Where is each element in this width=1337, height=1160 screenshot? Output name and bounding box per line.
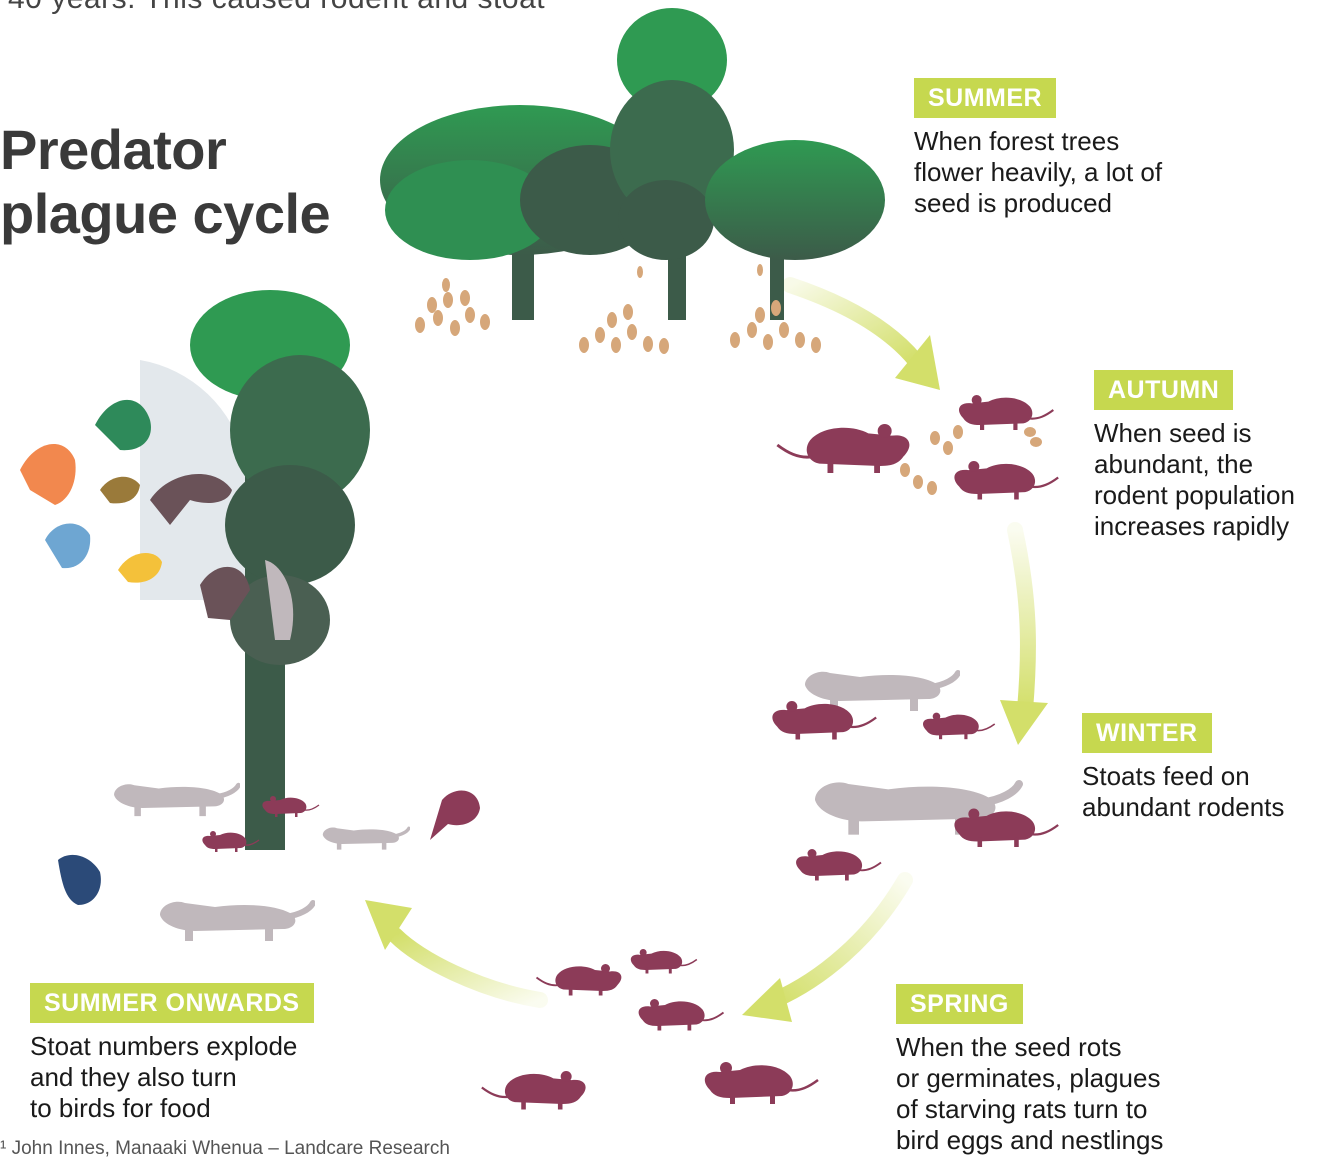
title-line-2: plague cycle (0, 182, 330, 246)
rat-icon (772, 701, 876, 740)
stage-badge: WINTER (1082, 713, 1212, 753)
desc-line: flower heavily, a lot of (914, 157, 1162, 188)
stage-summer: SUMMER When forest trees flower heavily,… (914, 78, 1162, 219)
desc-line: Stoat numbers explode (30, 1031, 314, 1062)
intro-text-fragment: 40 years. This caused rodent and stoat (8, 0, 545, 16)
rat-icon (639, 999, 724, 1031)
tui-bird-icon (100, 477, 140, 504)
desc-line: When the seed rots (896, 1032, 1163, 1063)
desc-line: When forest trees (914, 126, 1162, 157)
desc-line: increases rapidly (1094, 511, 1295, 542)
night-forest-scene (20, 290, 370, 850)
rat-icon (537, 964, 622, 996)
desc-line: Stoats feed on (1082, 761, 1284, 792)
autumn-rodents (777, 395, 1058, 500)
summer-onwards-predators (58, 784, 480, 941)
stage-badge: SPRING (896, 984, 1023, 1024)
desc-line: rodent population (1094, 480, 1295, 511)
rat-icon (796, 849, 881, 881)
rat-icon (959, 395, 1053, 430)
kokako-bird-icon (58, 855, 101, 905)
cycle-arrow-icon (775, 880, 905, 1000)
rat-icon (482, 1071, 586, 1110)
desc-line: seed is produced (914, 188, 1162, 219)
stage-description: When the seed rots or germinates, plague… (896, 1032, 1163, 1156)
kereru-bird-icon (95, 400, 151, 450)
title-line-1: Predator (0, 118, 330, 182)
stoat-icon (160, 902, 313, 941)
rat-icon (954, 461, 1058, 500)
desc-line: bird eggs and nestlings (896, 1125, 1163, 1156)
stage-autumn: AUTUMN When seed is abundant, the rodent… (1094, 370, 1295, 542)
arrowhead-winter-to-spring (742, 978, 792, 1022)
desc-line: and they also turn (30, 1062, 314, 1093)
rat-icon (705, 1062, 818, 1104)
rat-icon (777, 424, 909, 473)
desc-line: abundant, the (1094, 449, 1295, 480)
rat-icon (631, 949, 697, 974)
kiwi-bird-icon (430, 791, 480, 840)
stage-winter: WINTER Stoats feed on abundant rodents (1082, 713, 1284, 823)
fantail-bird-icon (45, 524, 90, 569)
stoat-icon (323, 828, 409, 850)
stage-description: Stoats feed on abundant rodents (1082, 761, 1284, 823)
stage-spring: SPRING When the seed rots or germinates,… (896, 984, 1163, 1156)
stage-description: When seed is abundant, the rodent popula… (1094, 418, 1295, 542)
forest-trees-icon (380, 8, 885, 320)
source-credit: ¹ John Innes, Manaaki Whenua – Landcare … (0, 1138, 450, 1160)
stage-badge: SUMMER ONWARDS (30, 983, 314, 1023)
parrot-bird-icon (20, 444, 76, 505)
desc-line: of starving rats turn to (896, 1094, 1163, 1125)
stage-badge: AUTUMN (1094, 370, 1233, 410)
desc-line: or germinates, plagues (896, 1063, 1163, 1094)
cycle-arrows (365, 285, 1048, 1022)
stage-badge: SUMMER (914, 78, 1056, 118)
spring-rats (482, 949, 818, 1110)
cycle-arrow-icon (790, 285, 915, 360)
stoat-icon (114, 784, 238, 816)
desc-line: When seed is (1094, 418, 1295, 449)
cycle-arrow-icon (1015, 530, 1028, 710)
stage-description: When forest trees flower heavily, a lot … (914, 126, 1162, 219)
stage-summer-onwards: SUMMER ONWARDS Stoat numbers explode and… (30, 983, 314, 1124)
stage-description: Stoat numbers explode and they also turn… (30, 1031, 314, 1124)
desc-line: to birds for food (30, 1093, 314, 1124)
page-title: Predator plague cycle (0, 118, 330, 246)
rat-icon (923, 713, 995, 740)
seed-pile-icon (415, 264, 821, 354)
cycle-arrow-icon (395, 935, 540, 1000)
arrowhead-autumn-to-winter (1000, 700, 1048, 745)
desc-line: abundant rodents (1082, 792, 1284, 823)
rat-icon (954, 809, 1058, 848)
